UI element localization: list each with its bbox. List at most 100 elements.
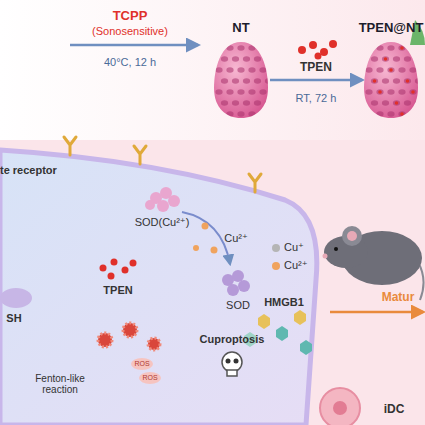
hmgb1-hexagons-part <box>294 310 306 325</box>
hmgb1-hexagons-part <box>300 340 312 355</box>
pore <box>259 67 266 73</box>
pore <box>365 89 372 95</box>
pore <box>382 56 389 62</box>
mouse-illustration-part <box>334 247 338 251</box>
process-label: Matur <box>382 291 415 304</box>
tpen-molecules-part <box>100 265 107 272</box>
synthesis-arrow <box>70 45 198 46</box>
signal-label: HMGB1 <box>264 296 304 308</box>
pore <box>409 89 416 95</box>
pore <box>398 89 405 95</box>
pore <box>265 78 270 84</box>
tpen-molecules-part <box>130 260 137 267</box>
sod-protein-part <box>238 280 250 292</box>
reagent-label: TCPP <box>113 9 148 23</box>
copper-release-arrow-part <box>193 245 199 251</box>
pore <box>393 100 400 106</box>
tpen-molecules-part <box>315 53 322 60</box>
pore <box>232 100 239 106</box>
nanoparticle-node: NT <box>212 40 270 120</box>
sod-cu-protein-part <box>168 195 180 207</box>
pore <box>226 89 233 95</box>
pore <box>376 111 383 117</box>
pore <box>376 45 383 51</box>
loaded-drug <box>384 57 388 61</box>
pore <box>248 89 255 95</box>
dendritic-cell <box>320 388 360 425</box>
tpen-molecules-part <box>111 259 118 266</box>
skull-symbol-part <box>234 359 239 364</box>
fenton-particles-part <box>98 333 112 347</box>
copper-release-arrow-part <box>211 247 218 254</box>
pore <box>243 56 250 62</box>
tpen-molecules-part <box>108 273 115 280</box>
tissue-background <box>0 140 425 425</box>
pore <box>215 45 222 51</box>
pore <box>415 56 420 62</box>
pore <box>365 45 372 51</box>
fenton-particles <box>98 323 161 384</box>
maturation-arrow-part <box>330 311 423 314</box>
sod-cu-protein-part <box>157 200 169 212</box>
pore <box>404 100 411 106</box>
pore <box>254 78 261 84</box>
hmgb1-hexagons <box>244 310 312 355</box>
mouse-illustration-part <box>342 226 362 246</box>
pore <box>259 45 266 51</box>
sod-protein-part <box>227 284 239 296</box>
hmgb1-hexagons-part <box>258 314 270 329</box>
pore <box>248 67 255 73</box>
skull-symbol <box>222 352 242 376</box>
skull-symbol-part <box>227 370 237 376</box>
pore <box>265 56 270 62</box>
pore <box>248 45 255 51</box>
particle-outline <box>212 40 270 120</box>
pore <box>259 89 266 95</box>
mouse-illustration <box>323 226 424 300</box>
synthesis-arrow-part <box>70 44 198 47</box>
pore <box>409 111 416 117</box>
sod-cu-protein-part <box>145 200 155 210</box>
pore <box>382 78 389 84</box>
pore <box>215 67 222 73</box>
pore <box>259 111 266 117</box>
pore <box>398 45 405 51</box>
fenton-particles-part <box>123 323 137 337</box>
pore <box>404 78 411 84</box>
ion-swatch <box>272 244 280 252</box>
receptor-symbol <box>64 137 261 192</box>
loaded-drug <box>400 112 404 116</box>
pore <box>387 67 394 73</box>
pore <box>376 67 383 73</box>
pore <box>371 78 378 84</box>
copper-release-arrow-part <box>202 223 209 230</box>
pore <box>387 111 394 117</box>
protein-label: SOD <box>226 299 250 311</box>
reagent-note: (Sonosensitive) <box>92 25 168 37</box>
pore <box>248 111 255 117</box>
skull-symbol-part <box>222 352 242 372</box>
pore <box>365 67 372 73</box>
pore <box>221 78 228 84</box>
dendritic-cell-part <box>320 388 360 425</box>
particle-pores <box>215 45 270 117</box>
particle-outline <box>362 40 420 120</box>
particle-label: NT <box>232 20 249 35</box>
loaded-drug <box>367 112 371 116</box>
pore <box>393 78 400 84</box>
loaded-drug <box>378 90 382 94</box>
pore <box>398 67 405 73</box>
protein-label: SOD(Cu²⁺) <box>135 216 190 228</box>
ion-swatch <box>272 262 280 270</box>
ros-label: ROS <box>134 360 149 368</box>
gsh-shape <box>0 288 32 308</box>
pore <box>237 111 244 117</box>
pore <box>371 100 378 106</box>
pore <box>237 89 244 95</box>
receptor-label: te receptor <box>0 164 57 176</box>
pore <box>409 45 416 51</box>
tpen-molecules-part <box>122 267 129 274</box>
pore <box>409 67 416 73</box>
